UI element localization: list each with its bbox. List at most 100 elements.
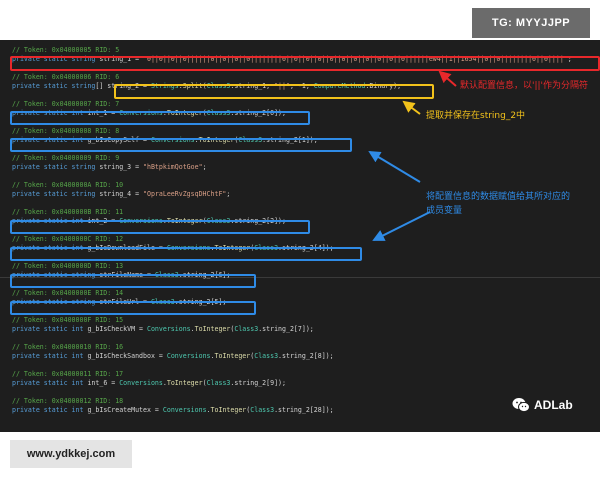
code-token: private static [12, 379, 72, 387]
code-token: // Token: 0x0400000B RID: 11 [12, 208, 124, 216]
code-token: ToInteger [210, 406, 247, 414]
code-token: private static [12, 406, 72, 414]
annotation-arrows [368, 70, 457, 241]
code-token: [] string_2 = [95, 82, 151, 90]
code-token: ( [202, 82, 207, 90]
code-line: private static int g_bIsCheckVM = Conver… [12, 325, 314, 334]
code-token: int_1 = [87, 109, 120, 117]
code-token: int [71, 406, 88, 414]
highlight-box-download-file [10, 247, 362, 261]
code-token: // Token: 0x04000010 RID: 16 [12, 343, 124, 351]
code-token: "||" [274, 82, 290, 90]
code-token: Class3 [250, 406, 275, 414]
code-token: // Token: 0x0400000E RID: 14 [12, 289, 124, 297]
code-token: ToInteger [166, 379, 203, 387]
code-token: string [71, 55, 100, 63]
code-token: private static [12, 136, 72, 144]
code-token: ( [202, 109, 207, 117]
code-token: // Token: 0x04000008 RID: 8 [12, 127, 120, 135]
code-token: private static [12, 82, 72, 90]
code-token: Conversions [119, 109, 163, 117]
code-token: . [190, 325, 195, 333]
code-line: // Token: 0x04000009 RID: 9 [12, 154, 119, 163]
current-line-highlight [0, 277, 600, 278]
code-line: // Token: 0x0400000D RID: 13 [12, 262, 123, 271]
code-token: int [71, 325, 88, 333]
code-token: int_6 = [87, 379, 120, 387]
code-token: ( [246, 406, 251, 414]
code-token: int [71, 109, 88, 117]
code-token: Conversions [150, 136, 195, 144]
code-token: int [71, 136, 88, 144]
code-line: private static int int_1 = Conversions.T… [12, 109, 286, 118]
code-token: // Token: 0x0400000A RID: 10 [12, 181, 124, 189]
code-line: private static int g_bIsCreateMutex = Co… [12, 406, 334, 415]
code-token: private static [12, 325, 72, 333]
arrow-red [438, 70, 457, 87]
code-token: Conversions [166, 352, 211, 360]
code-token: // Token: 0x04000005 RID: 5 [12, 46, 120, 54]
highlight-box-int-1 [10, 111, 310, 125]
code-token: .string_2[8]); [278, 352, 334, 360]
code-token: "0||0||0||0||||||0||0||0||0||||||||0||0|… [143, 55, 568, 63]
code-token: Class3 [206, 82, 231, 90]
code-token: ( [250, 352, 255, 360]
code-editor[interactable]: // Token: 0x04000005 RID: 5 private stati… [0, 40, 600, 432]
code-token: .string_2[28]); [274, 406, 334, 414]
code-token: string_4 = [99, 190, 144, 198]
highlight-box-copy-self [10, 138, 352, 152]
code-token: g_bIsCheckSandbox = [87, 352, 167, 360]
code-line: // Token: 0x04000010 RID: 16 [12, 343, 123, 352]
code-token: "OpraLeeRvZgsqDHChtF" [143, 190, 227, 198]
code-token: .string_2[9]); [230, 379, 286, 387]
code-token: Strings [150, 82, 179, 90]
code-token: .string_2[1]); [262, 136, 318, 144]
code-token: Class3 [206, 379, 231, 387]
highlight-box-string-1 [10, 56, 600, 71]
code-token: // Token: 0x04000006 RID: 6 [12, 73, 120, 81]
code-token: string_1 = [99, 55, 144, 63]
code-line: private static string string_4 = "OpraLe… [12, 190, 230, 199]
code-token: int [71, 379, 88, 387]
code-line: // Token: 0x04000005 RID: 5 [12, 46, 119, 55]
highlight-box-string-2-split [114, 84, 434, 99]
code-token: Split [182, 82, 203, 90]
code-line: private static string[] string_2 = Strin… [12, 82, 401, 91]
code-token: ; [226, 190, 231, 198]
wechat-icon [512, 398, 530, 413]
code-token: string [71, 190, 100, 198]
code-token: . [210, 352, 215, 360]
code-token: ( [234, 136, 239, 144]
code-token: ( [202, 379, 207, 387]
code-line: // Token: 0x0400000E RID: 14 [12, 289, 123, 298]
code-token: // Token: 0x04000012 RID: 18 [12, 397, 124, 405]
code-line: // Token: 0x04000007 RID: 7 [12, 100, 119, 109]
code-token: private static [12, 190, 72, 198]
code-token: // Token: 0x0400000F RID: 15 [12, 316, 124, 324]
code-token: Class3 [206, 109, 231, 117]
code-token: string [71, 163, 100, 171]
code-line: private static int g_bIsCheckSandbox = C… [12, 352, 334, 361]
code-line: // Token: 0x0400000C RID: 12 [12, 235, 123, 244]
code-token: string [71, 82, 96, 90]
code-token: g_bIsCopySelf = [87, 136, 151, 144]
code-token: Conversions [119, 379, 163, 387]
code-token: Conversions [146, 325, 191, 333]
code-token: // Token: 0x04000011 RID: 17 [12, 370, 124, 378]
code-token: Class3 [234, 325, 259, 333]
code-token: g_bIsCheckVM = [87, 325, 147, 333]
code-token: Conversions [162, 406, 207, 414]
code-line: // Token: 0x04000008 RID: 8 [12, 127, 119, 136]
code-token: Class3 [254, 352, 279, 360]
code-token: , -1, [289, 82, 314, 90]
code-token: ToInteger [214, 352, 251, 360]
note-split-store: 提取并保存在string_2中 [426, 111, 526, 121]
code-token: ; [202, 163, 207, 171]
highlight-box-int-2 [10, 220, 310, 234]
code-token: . [162, 109, 167, 117]
code-token: . [178, 82, 183, 90]
code-token: // Token: 0x04000007 RID: 7 [12, 100, 120, 108]
highlight-box-file-name [10, 274, 256, 288]
code-token: . [162, 379, 167, 387]
arrow-yellow [402, 100, 421, 115]
